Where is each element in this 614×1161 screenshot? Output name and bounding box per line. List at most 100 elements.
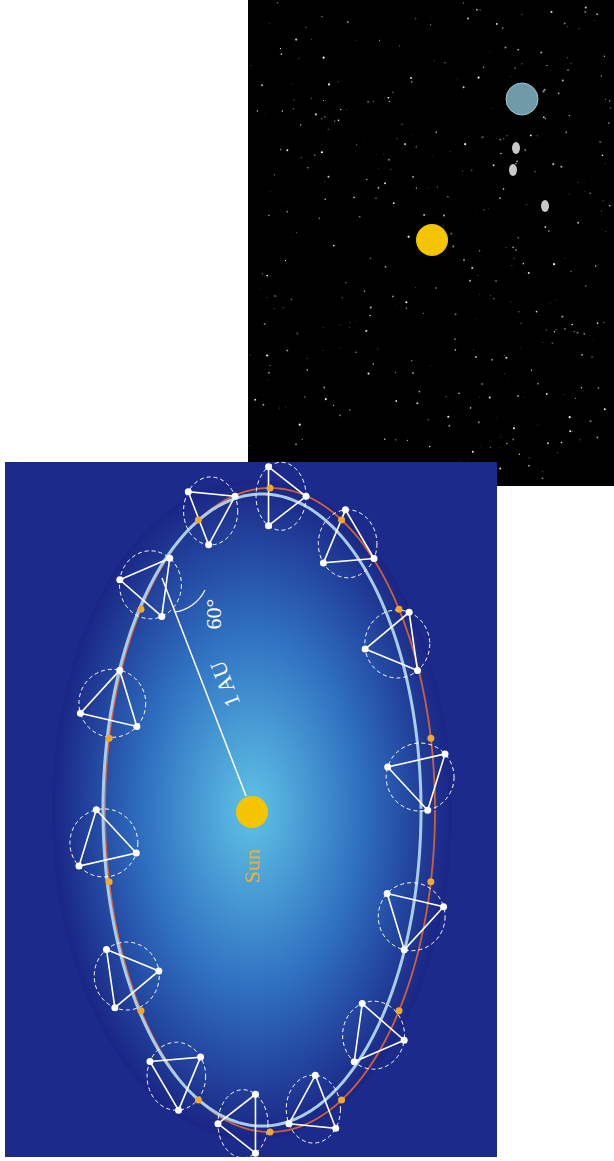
- sun-disc: [236, 796, 268, 828]
- star: [392, 296, 394, 298]
- star: [591, 356, 592, 357]
- star: [364, 141, 366, 143]
- star: [338, 119, 340, 121]
- star: [523, 263, 525, 265]
- star: [328, 129, 329, 130]
- star: [286, 149, 288, 151]
- formation-circle: [256, 462, 306, 530]
- star: [494, 98, 495, 99]
- triangle: [289, 1075, 336, 1128]
- spacecraft-dot: [175, 1107, 182, 1114]
- star: [415, 145, 417, 147]
- formation: [362, 609, 430, 678]
- spacecraft-dot: [332, 1125, 339, 1132]
- spacecraft-dot: [185, 488, 192, 495]
- star: [447, 416, 449, 418]
- star: [323, 100, 324, 101]
- star: [571, 271, 572, 272]
- star: [427, 419, 429, 421]
- star: [537, 424, 539, 426]
- star: [604, 56, 606, 58]
- star: [279, 49, 280, 50]
- spacecraft-dot: [205, 541, 212, 548]
- star: [295, 26, 296, 27]
- star: [274, 174, 275, 175]
- star: [560, 166, 562, 168]
- star: [506, 378, 508, 380]
- star: [338, 347, 340, 349]
- star: [324, 198, 326, 200]
- star: [542, 341, 544, 343]
- star: [404, 143, 406, 145]
- star: [416, 187, 417, 188]
- formation: [77, 667, 146, 738]
- star: [429, 446, 431, 448]
- star: [571, 324, 573, 326]
- star: [461, 170, 463, 172]
- earth-dot: [338, 516, 345, 523]
- star: [549, 303, 551, 305]
- spacecraft-dot: [232, 493, 239, 500]
- star: [427, 188, 429, 190]
- spacecraft-dot: [371, 555, 378, 562]
- star: [490, 447, 491, 448]
- star: [544, 226, 546, 228]
- formation: [285, 1072, 340, 1143]
- star: [274, 308, 275, 309]
- star: [430, 365, 432, 367]
- star: [354, 39, 356, 41]
- star: [546, 329, 547, 330]
- star: [521, 63, 523, 65]
- star: [325, 398, 327, 400]
- star: [542, 471, 544, 473]
- star: [315, 113, 317, 115]
- earth-orbit: [105, 488, 435, 1132]
- star: [269, 23, 271, 25]
- star: [609, 205, 611, 207]
- star: [399, 45, 401, 47]
- star: [429, 28, 430, 29]
- star: [585, 285, 587, 287]
- formation-circle: [70, 809, 138, 877]
- spacecraft-dot: [155, 967, 162, 974]
- star: [504, 373, 506, 375]
- star: [596, 13, 598, 15]
- star: [473, 349, 475, 351]
- formation: [318, 506, 377, 577]
- spacecraft-dot: [93, 806, 100, 813]
- spacecraft-dot: [303, 493, 310, 500]
- star: [338, 317, 340, 319]
- star: [555, 329, 556, 330]
- star: [510, 301, 512, 303]
- star: [339, 414, 341, 416]
- formation-circle: [147, 1042, 206, 1110]
- spacecraft: [541, 200, 549, 212]
- star: [449, 151, 451, 153]
- star: [322, 326, 324, 328]
- star: [268, 215, 269, 216]
- star: [540, 84, 542, 86]
- star: [602, 154, 604, 156]
- angle-label: 60°: [203, 599, 225, 630]
- earth-dot: [137, 1007, 144, 1014]
- star: [452, 245, 454, 247]
- star: [364, 291, 365, 292]
- star: [546, 65, 547, 66]
- star: [285, 260, 286, 261]
- star: [355, 352, 356, 353]
- star: [517, 237, 519, 239]
- formation: [214, 1090, 268, 1158]
- star: [579, 28, 580, 29]
- star: [601, 75, 602, 76]
- star: [605, 231, 607, 233]
- star: [283, 307, 284, 308]
- star: [489, 397, 491, 399]
- spacecraft-dot: [342, 506, 349, 513]
- triangle: [79, 810, 136, 866]
- spacecraft-dot: [103, 946, 110, 953]
- star: [356, 144, 357, 145]
- star: [333, 245, 335, 247]
- star: [564, 328, 565, 329]
- star: [266, 297, 268, 299]
